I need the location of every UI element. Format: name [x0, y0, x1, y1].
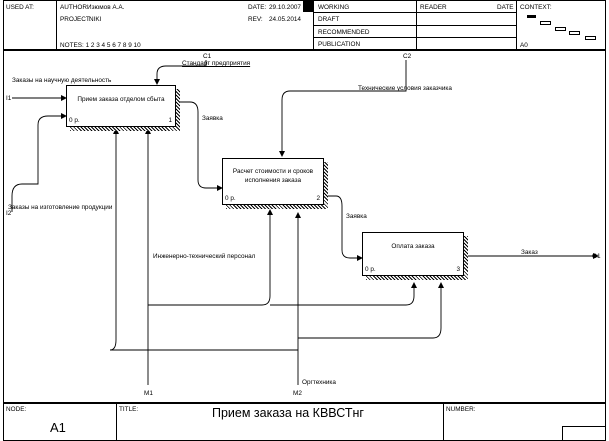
status-publication: PUBLICATION: [318, 41, 361, 48]
context-node: A0: [520, 42, 528, 49]
node-value: A1: [50, 420, 66, 435]
notes-label: NOTES: 1 2 3 4 5 6 7 8 9 10: [60, 42, 141, 49]
reader-date-label: DATE: [497, 4, 514, 11]
c2-label: Технические условия заказчика: [358, 85, 452, 92]
box-3-cost: 0 р.: [365, 266, 376, 273]
header-frame: [3, 0, 606, 50]
arrow-i2: [11, 113, 67, 212]
project-label: PROJECT:: [60, 16, 91, 23]
title-label: TITLE:: [119, 406, 139, 413]
activity-box-1[interactable]: Прием заказа отделом сбыта 0 р. 1: [66, 85, 176, 127]
author-label: AUTHOR:: [60, 4, 89, 11]
box-1-cost: 0 р.: [69, 117, 80, 124]
status-working: WORKING: [318, 4, 350, 11]
m1-code: M1: [144, 390, 153, 397]
m1-label: Инженерно-технический персонал: [153, 253, 256, 260]
o1-code: O1: [592, 253, 601, 260]
context-box: [569, 31, 580, 35]
c2-code: C2: [403, 53, 412, 60]
header-divider: [56, 0, 57, 50]
c1-code: C1: [203, 53, 212, 60]
i1-label: Заказы на научную деятельность: [12, 77, 112, 84]
context-label: CONTEXT:: [520, 4, 552, 11]
arrow-zayavka-1: [176, 101, 223, 191]
i1-code: I1: [6, 95, 12, 102]
box-3-number: 3: [456, 266, 460, 273]
status-draft: DRAFT: [318, 16, 340, 23]
arrow-m2-branch: [109, 128, 298, 351]
header-row-line: [313, 37, 516, 38]
date-value: 29.10.2007: [269, 4, 301, 11]
rev-value: 24.05.2014: [269, 16, 301, 23]
author-value: Изюмов А.А.: [87, 4, 125, 11]
header-divider: [516, 0, 517, 50]
diagram-frame: [3, 50, 606, 403]
context-box: [540, 21, 551, 25]
rev-label: REV:: [248, 16, 263, 23]
arrow-c2: [279, 60, 407, 157]
reader-label: READER: [420, 4, 447, 11]
arrow-m1-branch: [148, 209, 273, 306]
zayavka-2-label: Заявка: [346, 213, 367, 220]
m2-code: M2: [293, 390, 302, 397]
footer-divider: [116, 403, 117, 441]
project-value: NIKI: [89, 16, 102, 23]
footer-divider: [443, 403, 444, 441]
used-at-label: USED AT:: [6, 4, 34, 11]
footer-corner-box: [562, 426, 606, 441]
context-box: [585, 36, 596, 40]
working-marker: [303, 1, 313, 12]
arrow-m2-branch-2: [298, 282, 444, 339]
zayavka-1-label: Заявка: [202, 115, 223, 122]
box-2-number: 2: [316, 195, 320, 202]
context-box: [555, 27, 566, 31]
context-box-active: [527, 15, 536, 18]
diagram-title: Прием заказа на КВВСТнг: [212, 406, 364, 420]
box-2-cost: 0 р.: [225, 195, 236, 202]
c1-label: Стандарт предприятия: [182, 60, 251, 67]
header-row-line: [313, 12, 516, 13]
number-label: NUMBER:: [446, 406, 476, 413]
arrow-m1-branch-2: [270, 282, 417, 306]
box-2-title-line1: Расчет стоимости и сроков: [232, 168, 314, 175]
date-label: DATE:: [248, 4, 267, 11]
box-3-title: Оплата заказа: [391, 243, 435, 250]
node-label: NODE:: [6, 406, 27, 413]
box-1-title: Прием заказа отделом сбыта: [77, 96, 165, 103]
m2-label: Оргтехника: [302, 379, 336, 386]
activity-box-2[interactable]: Расчет стоимости и сроков исполнения зак…: [222, 158, 324, 205]
box-2-title-line2: исполнения заказа: [244, 177, 302, 184]
arrow-zayavka-2: [324, 195, 363, 261]
header-row-line: [313, 25, 516, 26]
box-1-number: 1: [168, 117, 172, 124]
status-recommended: RECOMMENDED: [318, 29, 370, 36]
arrow-c1: [154, 60, 207, 85]
activity-box-3[interactable]: Оплата заказа 0 р. 3: [362, 232, 464, 276]
i2-code: I2: [6, 210, 12, 217]
zakaz-label: Заказ: [521, 249, 538, 256]
i2-label: Заказы на изготовление продукции: [8, 204, 113, 211]
